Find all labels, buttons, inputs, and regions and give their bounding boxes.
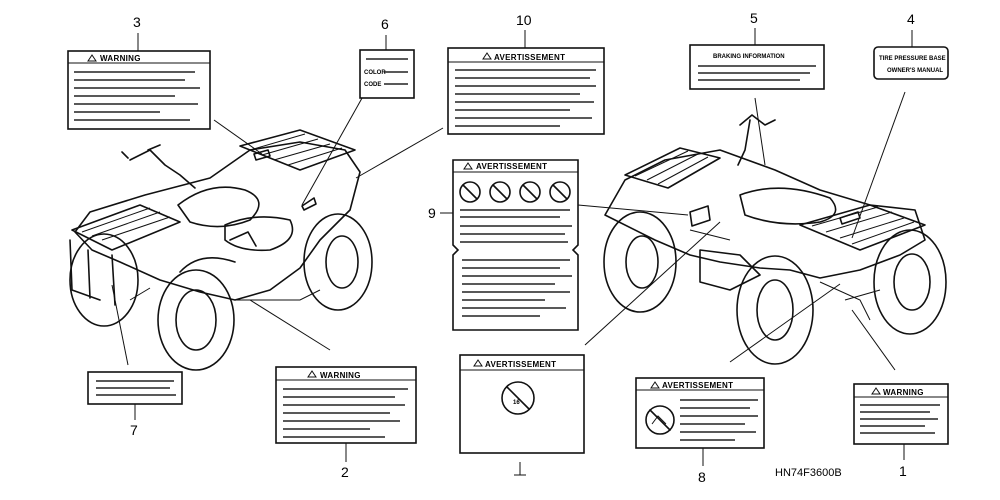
label-1-warning: WARNING 1 xyxy=(853,383,949,479)
label-6-color-code: 6 COLOR CODE xyxy=(359,16,415,99)
callout-5: 5 xyxy=(750,10,758,26)
label-4-tire-pressure: 4 TIRE PRESSURE BASE OWNER'S MANUAL xyxy=(873,11,949,80)
label-10-avertissement: 10 AVERTISSEMENT xyxy=(447,12,605,135)
label-11-avertissement-age: AVERTISSEMENT 16 xyxy=(459,354,585,476)
label-5-title: BRAKING INFORMATION xyxy=(713,54,785,60)
label-8-title: AVERTISSEMENT xyxy=(662,381,733,390)
label-5-braking-information: 5 BRAKING INFORMATION xyxy=(689,10,825,90)
label-11-title: AVERTISSEMENT xyxy=(485,360,556,369)
prohibition-icons xyxy=(459,181,571,203)
callout-3: 3 xyxy=(133,14,141,30)
label-10-title: AVERTISSEMENT xyxy=(494,53,565,62)
callout-2: 2 xyxy=(341,464,349,480)
label-4-line1: TIRE PRESSURE BASE xyxy=(879,56,946,62)
callout-8: 8 xyxy=(698,469,706,485)
label-9-avertissement-icons: 9 AVERTISSEMENT xyxy=(428,159,579,331)
label-3-title: WARNING xyxy=(100,54,141,63)
callout-10: 10 xyxy=(516,12,532,28)
callout-4: 4 xyxy=(907,11,915,27)
callout-9: 9 xyxy=(428,205,436,221)
label-2-title: WARNING xyxy=(320,371,361,380)
label-3-warning: 3 WARNING xyxy=(67,14,211,130)
label-9-title: AVERTISSEMENT xyxy=(476,162,547,171)
age-limit-text: 16 xyxy=(513,400,520,406)
label-1-title: WARNING xyxy=(883,388,924,397)
label-6-line1: COLOR xyxy=(364,70,386,76)
callout-1: 1 xyxy=(899,463,907,479)
atv-left-illustration xyxy=(69,129,373,371)
label-7: 7 xyxy=(87,371,183,438)
label-2-warning: WARNING 2 xyxy=(275,366,417,480)
label-8-avertissement: AVERTISSEMENT 8 xyxy=(635,377,765,485)
atv-right-illustration xyxy=(603,114,947,365)
callout-6: 6 xyxy=(381,16,389,32)
callout-7: 7 xyxy=(130,422,138,438)
label-4-line2: OWNER'S MANUAL xyxy=(887,68,943,74)
diagram-code: HN74F3600B xyxy=(775,467,842,479)
label-6-line2: CODE xyxy=(364,82,381,88)
